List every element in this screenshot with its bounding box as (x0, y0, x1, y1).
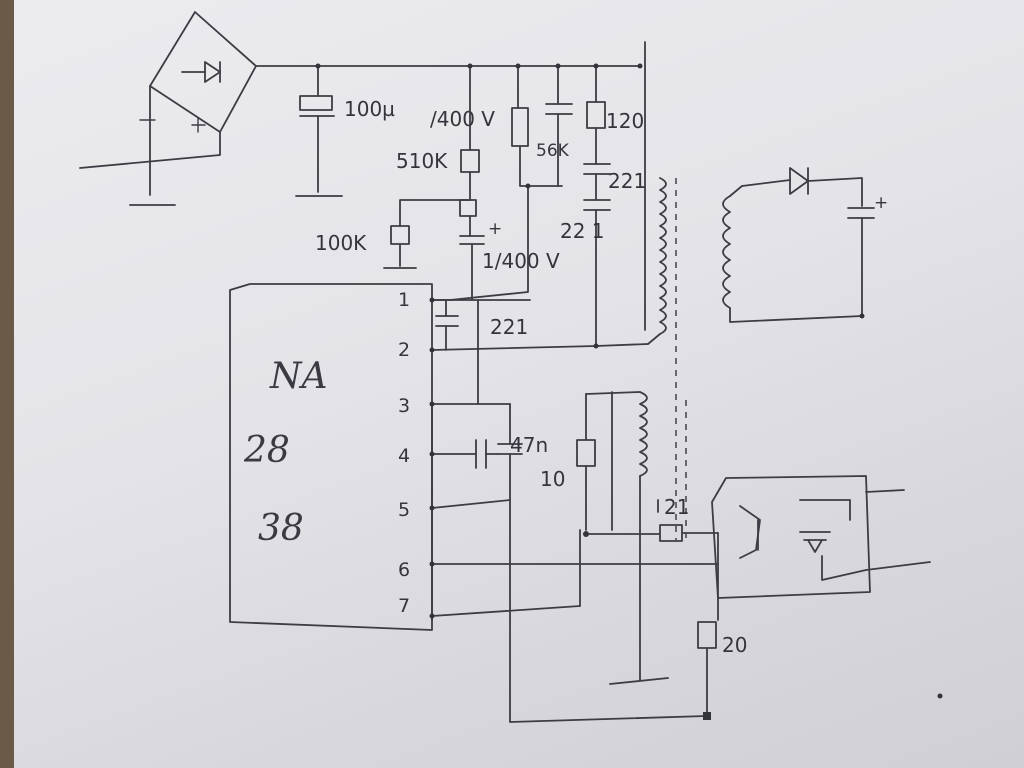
snubber-network (449, 65, 573, 301)
label-c-start: 1/400 V (482, 249, 560, 273)
secondary-output (722, 167, 875, 323)
label-c-bulk-voltage: /400 V (430, 107, 495, 131)
label-ic-num2: 38 (258, 508, 304, 549)
label-r-snub: 56K (536, 141, 570, 161)
desk-edge (0, 0, 14, 768)
transformer-main (647, 177, 677, 540)
resistor-100k (383, 225, 417, 269)
label-c-221-pin: 221 (490, 315, 528, 339)
gate-rc-network (583, 65, 611, 347)
label-plus-secondary: + (874, 193, 888, 213)
bridge-rectifier (79, 11, 257, 206)
label-ic-name: NA (269, 356, 328, 397)
label-r-10: 10 (540, 467, 565, 491)
label-r-pin1: 100K (315, 231, 367, 255)
label-pin-5: 5 (398, 499, 410, 521)
label-c-47n: 47n (510, 433, 548, 457)
junction-dots (315, 63, 943, 699)
label-ic-num1: 28 (243, 430, 290, 471)
label-pin-2: 2 (398, 339, 410, 361)
label-c-bulk: 100µ (344, 97, 395, 121)
aux-winding-network (576, 391, 719, 685)
resistor-20 (697, 621, 717, 720)
label-pin-7: 7 (398, 595, 410, 617)
label-pin-3: 3 (398, 395, 410, 417)
label-c-22-1: 22 1 (560, 219, 605, 243)
label-r-start: 510K (396, 149, 448, 173)
ic-na2838 (229, 283, 433, 631)
label-pin-6: 6 (398, 559, 410, 581)
optocoupler (711, 475, 931, 621)
label-c-221-top: 221 (608, 169, 646, 193)
label-pin-1: 1 (398, 289, 410, 311)
label-plus-start: + (488, 219, 502, 239)
label-r-20: 20 (722, 633, 747, 657)
label-r-21: 21 (664, 495, 689, 519)
label-pin-4: 4 (398, 445, 410, 467)
bulk-capacitor (295, 65, 343, 197)
pin-wiring (431, 299, 719, 723)
label-r-120: 120 (606, 109, 644, 133)
